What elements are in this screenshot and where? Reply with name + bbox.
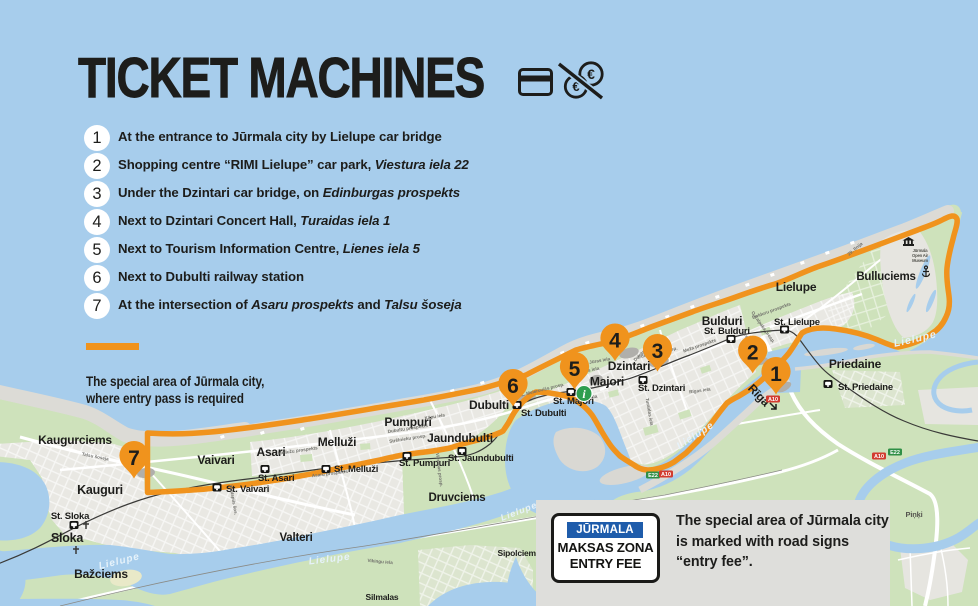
svg-text:Lielupe: Lielupe [675, 420, 716, 452]
svg-text:Kauguri: Kauguri [77, 483, 123, 497]
svg-text:Dubultu prospekts: Dubultu prospekts [387, 423, 428, 434]
svg-text:Jūras iela: Jūras iela [589, 356, 611, 365]
svg-text:Valteri: Valteri [279, 532, 312, 544]
svg-text:Sipolciems: Sipolciems [498, 548, 541, 558]
svg-text:A10: A10 [768, 397, 778, 403]
svg-text:Bulduri: Bulduri [702, 314, 743, 328]
svg-text:Museum: Museum [912, 258, 928, 263]
svg-text:A10: A10 [661, 472, 671, 478]
svg-text:Bulluciems: Bulluciems [856, 271, 915, 283]
svg-text:St. Jaundubulti: St. Jaundubulti [448, 453, 514, 464]
svg-text:A10: A10 [874, 454, 884, 460]
svg-text:E22: E22 [648, 473, 658, 479]
svg-text:Majori: Majori [590, 375, 624, 389]
svg-text:Turaidas iela: Turaidas iela [645, 398, 655, 427]
svg-text:St. Vaivari: St. Vaivari [226, 484, 269, 495]
svg-text:Kaugurciems: Kaugurciems [38, 433, 112, 447]
svg-text:Mellužu prospekts: Mellužu prospekts [278, 445, 319, 456]
svg-text:Meža prospekts: Meža prospekts [682, 337, 717, 353]
svg-text:6: 6 [507, 375, 519, 398]
svg-text:Melluži: Melluži [318, 435, 357, 449]
svg-text:Talsu šoseja: Talsu šoseja [81, 451, 109, 461]
svg-text:St. Dubulti: St. Dubulti [521, 408, 566, 419]
svg-text:29. līnija: 29. līnija [846, 241, 863, 257]
svg-text:St. Lielupe: St. Lielupe [774, 317, 820, 328]
svg-text:Lielupe: Lielupe [308, 551, 351, 567]
svg-text:Dzintari: Dzintari [608, 359, 650, 373]
svg-text:Vikingu iela: Vikingu iela [367, 558, 393, 565]
svg-text:Silmalas: Silmalas [366, 592, 399, 602]
svg-text:St. Pumpuri: St. Pumpuri [399, 458, 450, 469]
svg-text:Open Air: Open Air [912, 253, 928, 258]
svg-text:Sloka: Sloka [51, 531, 85, 545]
svg-text:St. Dzintari: St. Dzintari [638, 383, 685, 394]
svg-text:Pumpuri: Pumpuri [384, 415, 431, 429]
svg-text:Jūrmala: Jūrmala [913, 248, 929, 253]
svg-text:Vaivari: Vaivari [197, 453, 234, 467]
svg-text:St. Priedaine: St. Priedaine [838, 382, 893, 393]
svg-text:St. Bulduri: St. Bulduri [704, 326, 750, 337]
svg-text:5: 5 [569, 358, 581, 381]
svg-text:Rīgas iela: Rīgas iela [689, 386, 711, 394]
svg-text:€: € [587, 66, 595, 82]
svg-text:Piņķi: Piņķi [906, 510, 923, 519]
svg-text:St. Melluži: St. Melluži [334, 464, 378, 475]
svg-text:Asari: Asari [256, 445, 285, 459]
svg-text:Lielupe: Lielupe [893, 328, 938, 350]
svg-text:St. Majori: St. Majori [553, 396, 594, 407]
svg-text:4: 4 [609, 329, 621, 352]
svg-text:€: € [572, 79, 579, 94]
svg-text:1: 1 [770, 363, 782, 386]
svg-text:i: i [582, 387, 586, 401]
svg-text:E22: E22 [890, 450, 900, 456]
svg-text:Rīga: Rīga [745, 381, 773, 409]
svg-text:Ventspils šos.: Ventspils šos. [228, 484, 238, 515]
svg-text:3: 3 [652, 340, 664, 363]
svg-text:Strēlnieku prosp.: Strēlnieku prosp. [389, 433, 427, 444]
svg-text:St. Asari: St. Asari [258, 473, 294, 484]
svg-text:Bažciems: Bažciems [74, 567, 128, 581]
svg-text:St. Sloka: St. Sloka [51, 511, 90, 522]
svg-text:Jaundubulti: Jaundubulti [427, 431, 493, 445]
svg-text:Lielupe: Lielupe [776, 280, 817, 294]
svg-text:Druvciems: Druvciems [428, 492, 485, 504]
svg-text:Lielupe: Lielupe [499, 500, 539, 523]
svg-text:Dubulti: Dubulti [469, 398, 509, 412]
svg-text:Priedaine: Priedaine [829, 357, 882, 371]
svg-text:2: 2 [747, 342, 759, 365]
svg-text:Asaru prospekts: Asaru prospekts [312, 469, 349, 478]
svg-text:Vienības prosp.: Vienības prosp. [435, 453, 444, 487]
svg-text:Kāpu iela: Kāpu iela [424, 412, 445, 420]
svg-text:7: 7 [128, 447, 140, 470]
